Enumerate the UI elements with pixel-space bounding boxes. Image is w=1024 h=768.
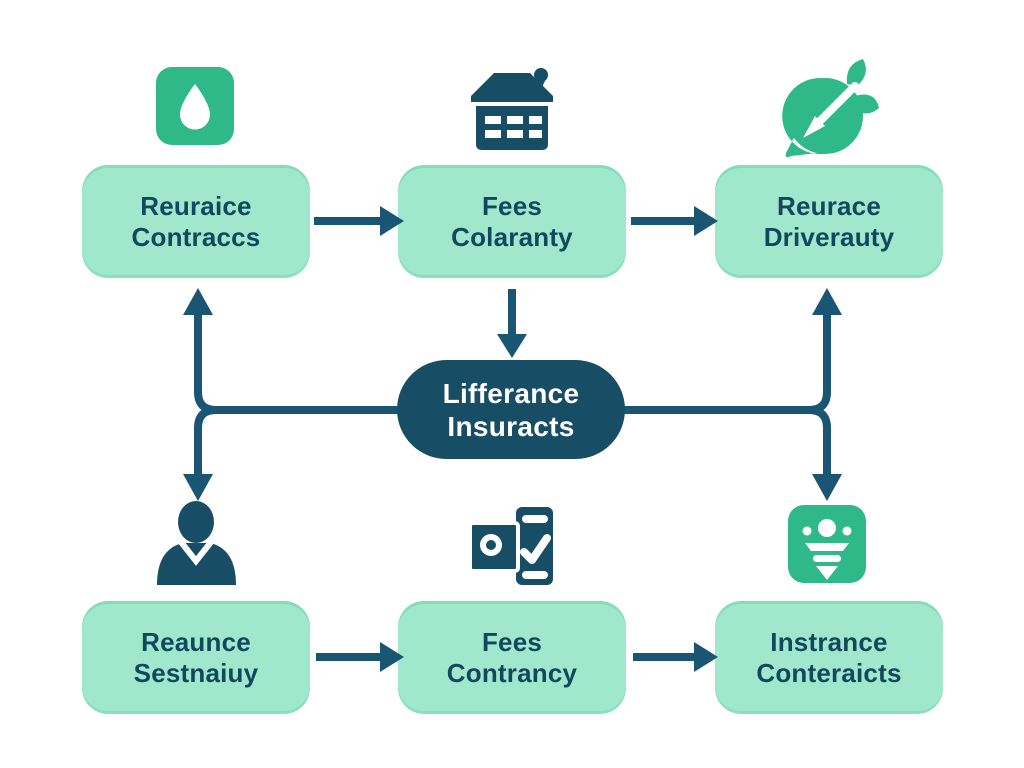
arrowhead-down-to-pill — [497, 334, 527, 358]
node-label: Sestnaiuy — [133, 657, 259, 688]
arrowhead-left-down — [183, 474, 213, 501]
node-top-right: Reurace Driverauty — [715, 165, 943, 278]
node-label: Reaunce — [141, 626, 251, 657]
document-check-icon — [464, 497, 559, 597]
arrowhead-top-1to2 — [380, 206, 404, 236]
node-bottom-right: Instrance Conteraicts — [715, 601, 943, 714]
water-drop-icon — [156, 67, 234, 150]
connector-right-down — [624, 406, 831, 476]
node-label: Colaranty — [451, 221, 573, 252]
node-label: Driverauty — [763, 221, 895, 252]
arrowhead-right-up — [812, 288, 842, 315]
connector-left-down — [194, 406, 400, 476]
node-bottom-center: Fees Contrancy — [398, 601, 626, 714]
node-label: Contraccs — [131, 221, 261, 252]
center-label: Lifferance — [442, 377, 580, 409]
node-top-left: Reuraice Contraccs — [82, 165, 310, 278]
node-top-center: Fees Colaranty — [398, 165, 626, 278]
node-label: Reuraice — [140, 190, 252, 221]
funnel-icon — [788, 505, 866, 588]
dart-target-icon — [773, 54, 881, 167]
node-bottom-left: Reaunce Sestnaiuy — [82, 601, 310, 714]
center-label: Insuracts — [447, 410, 575, 442]
node-label: Reurace — [776, 190, 882, 221]
arrowhead-left-up — [183, 288, 213, 315]
house-icon — [461, 66, 563, 159]
connector-left-up — [194, 314, 400, 414]
arrowhead-top-2to3 — [694, 206, 718, 236]
node-label: Contrancy — [446, 657, 578, 688]
connector-right-up — [624, 314, 831, 414]
node-center-pill: Lifferance Insuracts — [397, 360, 625, 459]
node-label: Fees — [481, 626, 543, 657]
arrowhead-bottom-2to3 — [694, 642, 718, 672]
node-label: Fees — [481, 190, 543, 221]
person-icon — [149, 493, 244, 593]
node-label: Conteraicts — [756, 657, 902, 688]
arrowhead-right-down — [812, 474, 842, 501]
arrowhead-bottom-1to2 — [380, 642, 404, 672]
node-label: Instrance — [770, 626, 888, 657]
